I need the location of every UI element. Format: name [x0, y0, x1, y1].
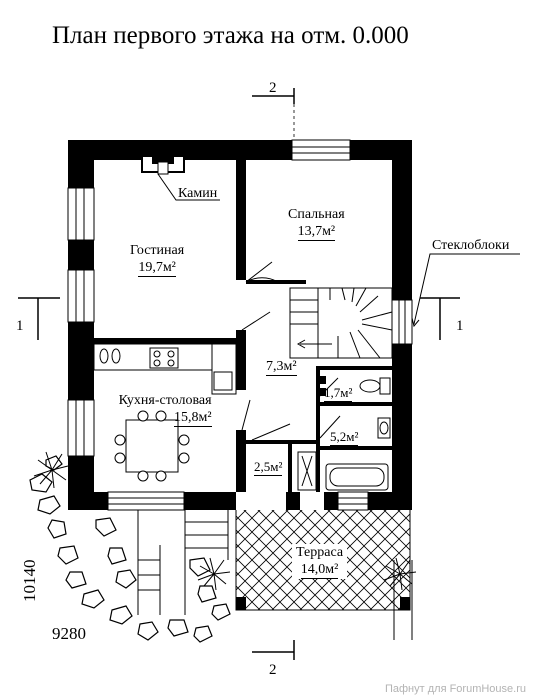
- section-mark-bottom: 2: [269, 662, 277, 678]
- entrance-steps: [137, 509, 229, 615]
- room-area: 14,0м²: [300, 562, 339, 579]
- section-line-1-right: [420, 297, 460, 340]
- vent-blocks: [240, 350, 326, 396]
- landscape-stones: [29, 455, 231, 643]
- room-area: 19,7м²: [138, 260, 176, 277]
- watermark: Пафнут для ForumHouse.ru: [384, 683, 526, 695]
- room-area: 13,7м²: [297, 224, 336, 241]
- room-wc: 1,7м²: [324, 384, 353, 402]
- section-line-2-top: [252, 88, 295, 140]
- room-storage: 2,5м²: [254, 458, 283, 476]
- plant-icon: [33, 451, 69, 489]
- terrace-post: [236, 597, 246, 610]
- section-line-2-bottom: [252, 640, 295, 660]
- room-label: Гостиная: [130, 243, 185, 258]
- room-terrace: Терраса 14,0м²: [292, 544, 348, 579]
- room-area: 2,5м²: [254, 459, 283, 476]
- room-label: Терраса: [296, 545, 344, 560]
- room-hall: 7,3м²: [266, 358, 297, 376]
- storage-door: [251, 423, 291, 441]
- room-area: 15,8м²: [174, 410, 212, 427]
- plant-icon: [383, 557, 417, 591]
- dining-table: [114, 410, 190, 482]
- dimension-lines: [393, 560, 413, 640]
- fireplace: [141, 152, 185, 175]
- plant-icon: [197, 557, 231, 591]
- dimension-width: 9280: [52, 624, 86, 643]
- washbasin: [377, 417, 391, 439]
- section-mark-right: 1: [456, 318, 464, 334]
- room-bath: 5,2м²: [330, 428, 359, 446]
- room-label: Спальная: [288, 207, 345, 222]
- windows: [67, 139, 413, 511]
- dimension-depth: 10140: [20, 559, 39, 603]
- fireplace-leader: [157, 173, 220, 201]
- callout-fireplace: Камин: [178, 186, 218, 201]
- kitchen-counter: [93, 343, 237, 395]
- kitchen-door: [241, 399, 251, 431]
- room-area: 7,3м²: [266, 359, 297, 376]
- bath-door: [319, 415, 341, 439]
- bedroom-door: [245, 261, 279, 283]
- callout-glass-blocks: Стеклоблоки: [432, 238, 510, 253]
- glass-blocks-leader: [413, 253, 520, 325]
- room-kitchen: Кухня-столовая 15,8м²: [110, 392, 212, 427]
- living-door: [241, 311, 271, 331]
- section-mark-top: 2: [269, 80, 277, 96]
- room-area: 1,7м²: [324, 385, 353, 402]
- section-mark-left: 1: [16, 318, 24, 334]
- bathtub: [297, 451, 389, 491]
- front-door-opening: [236, 492, 286, 510]
- room-living: Гостиная 19,7м²: [130, 242, 184, 277]
- section-line-1-left: [18, 297, 60, 340]
- room-bedroom: Спальная 13,7м²: [288, 206, 345, 241]
- room-label: Кухня-столовая: [118, 393, 212, 408]
- staircase: [289, 287, 393, 359]
- terrace-post: [400, 597, 410, 610]
- plan-title: План первого этажа на отм. 0.000: [52, 22, 409, 49]
- room-area: 5,2м²: [330, 429, 359, 446]
- toilet: [359, 377, 391, 395]
- terrace-door-opening: [300, 492, 324, 510]
